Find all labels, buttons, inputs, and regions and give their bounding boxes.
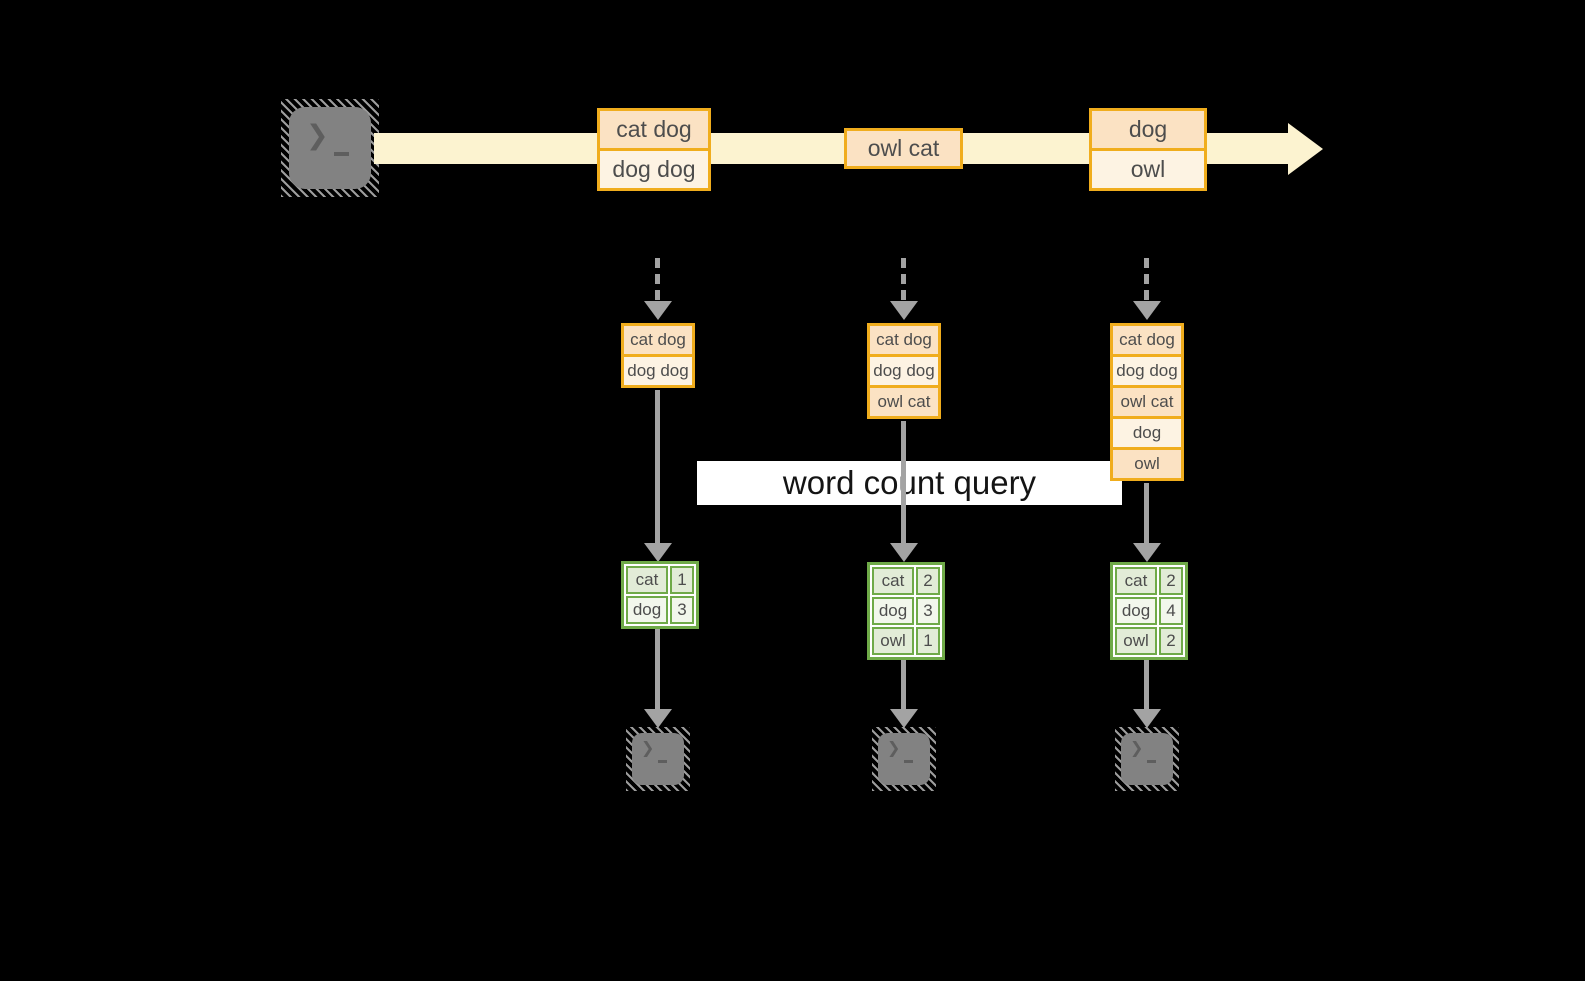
dashed-arrow-line [1144,258,1149,300]
buffer-row: owl [1113,447,1181,478]
terminal-screen: ❯ [632,733,684,785]
stream-event-box-1: cat dog dog dog [597,108,711,191]
word-cell: cat [872,567,914,595]
prompt-chevron-icon: ❯ [887,740,901,757]
event-label: cat dog [600,111,708,148]
buffer-row: owl cat [870,385,938,416]
prompt-underscore-icon [1147,760,1156,763]
count-cell: 2 [1159,567,1183,595]
prompt-chevron-icon: ❯ [306,120,329,150]
arrow-head [1133,709,1161,728]
arrow-line [901,421,906,544]
arrow-line [655,390,660,544]
prompt-chevron-icon: ❯ [1130,740,1144,757]
table-row: owl 2 [1115,627,1183,655]
arrow-line [655,628,660,710]
terminal-screen: ❯ [289,107,371,189]
table-row: owl 1 [872,627,940,655]
count-cell: 3 [670,596,694,624]
sink-terminal-icon-1: ❯ [626,727,690,791]
count-cell: 3 [916,597,940,625]
terminal-screen: ❯ [1121,733,1173,785]
event-buffer-3: cat dog dog dog owl cat dog owl [1110,323,1184,481]
sink-terminal-icon-3: ❯ [1115,727,1179,791]
buffer-row: dog dog [870,354,938,385]
arrow-head [890,709,918,728]
stream-event-box-3: dog owl [1089,108,1207,191]
count-cell: 4 [1159,597,1183,625]
terminal-screen: ❯ [878,733,930,785]
arrow-head [1133,543,1161,562]
count-cell: 1 [670,566,694,594]
prompt-chevron-icon: ❯ [641,740,655,757]
prompt-underscore-icon [658,760,667,763]
table-row: cat 1 [626,566,694,594]
table-row: dog 4 [1115,597,1183,625]
dashed-arrow-head [644,301,672,320]
sink-terminal-icon-2: ❯ [872,727,936,791]
count-cell: 2 [1159,627,1183,655]
stream-arrowhead [1288,123,1323,175]
buffer-row: dog dog [1113,354,1181,385]
count-cell: 1 [916,627,940,655]
event-label: owl [1092,148,1204,188]
event-label: dog dog [600,148,708,188]
word-cell: cat [1115,567,1157,595]
event-label: dog [1092,111,1204,148]
table-row: dog 3 [872,597,940,625]
event-buffer-2: cat dog dog dog owl cat [867,323,941,419]
event-label: owl cat [847,131,960,166]
stream-event-box-2: owl cat [844,128,963,169]
arrow-head [644,709,672,728]
dashed-arrow-head [1133,301,1161,320]
arrow-head [890,543,918,562]
arrow-head [644,543,672,562]
event-buffer-1: cat dog dog dog [621,323,695,388]
table-row: cat 2 [872,567,940,595]
buffer-row: cat dog [1113,326,1181,354]
word-cell: dog [626,596,668,624]
query-banner: word count query [697,461,1122,505]
word-cell: dog [1115,597,1157,625]
word-cell: dog [872,597,914,625]
prompt-underscore-icon [334,152,349,156]
arrow-line [1144,483,1149,544]
buffer-row: dog dog [624,354,692,385]
arrow-line [1144,660,1149,710]
table-row: dog 3 [626,596,694,624]
buffer-row: dog [1113,416,1181,447]
count-cell: 2 [916,567,940,595]
word-cell: owl [872,627,914,655]
word-count-table-2: cat 2 dog 3 owl 1 [867,562,945,660]
prompt-underscore-icon [904,760,913,763]
word-count-table-3: cat 2 dog 4 owl 2 [1110,562,1188,660]
dashed-arrow-line [655,258,660,300]
arrow-line [901,660,906,710]
dashed-arrow-head [890,301,918,320]
buffer-row: cat dog [870,326,938,354]
source-terminal-icon: ❯ [281,99,379,197]
buffer-row: cat dog [624,326,692,354]
word-cell: owl [1115,627,1157,655]
word-count-table-1: cat 1 dog 3 [621,561,699,629]
dashed-arrow-line [901,258,906,300]
buffer-row: owl cat [1113,385,1181,416]
table-row: cat 2 [1115,567,1183,595]
word-cell: cat [626,566,668,594]
